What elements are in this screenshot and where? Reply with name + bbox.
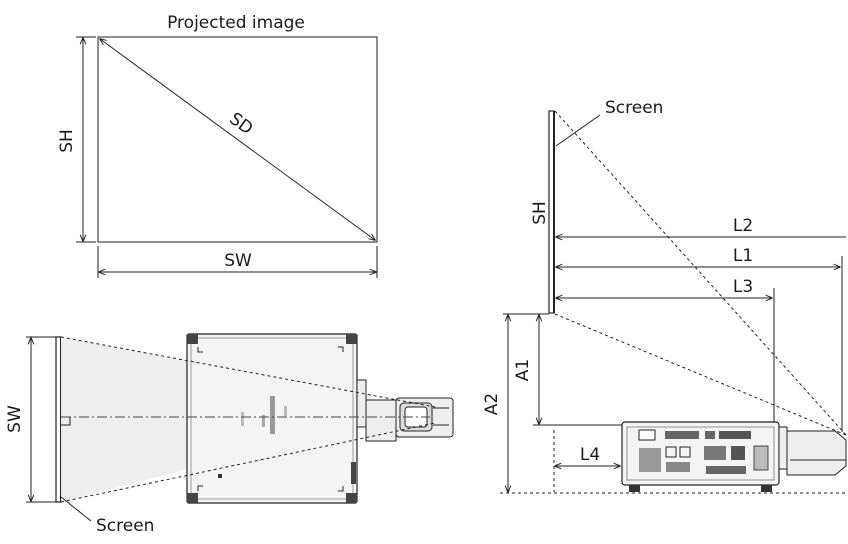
top-view-figure: SW [5, 333, 454, 536]
top-screen-leader [60, 496, 92, 522]
l2-label: L2 [733, 216, 753, 236]
sd-diagonal-arrow [100, 39, 375, 240]
a2-label: A2 [482, 393, 502, 415]
side-view-projector [621, 421, 847, 492]
projected-image-figure: Projected image SD SH SW [57, 13, 378, 278]
top-screen-label: Screen [96, 516, 154, 536]
sh-label: SH [57, 129, 77, 153]
l4-label: L4 [580, 445, 600, 465]
side-sh-label: SH [530, 201, 550, 225]
l1-label: L1 [733, 246, 753, 266]
top-cone-lower-edge [60, 422, 436, 503]
top-view-right-angle-mark [61, 417, 71, 426]
top-sw-label: SW [5, 405, 25, 433]
a1-label: A1 [513, 359, 533, 381]
sw-label: SW [224, 251, 252, 271]
side-view-figure: Screen SH L2 L1 L3 A1 A2 L4 [482, 98, 848, 494]
side-ray-top [554, 110, 847, 436]
top-view-projector [186, 333, 454, 504]
l3-label: L3 [733, 277, 753, 297]
side-screen-leader [555, 114, 601, 147]
side-ray-bottom [554, 313, 847, 436]
side-screen-label: Screen [605, 98, 663, 118]
projected-image-title: Projected image [167, 13, 305, 33]
projected-image-frame [97, 36, 378, 243]
